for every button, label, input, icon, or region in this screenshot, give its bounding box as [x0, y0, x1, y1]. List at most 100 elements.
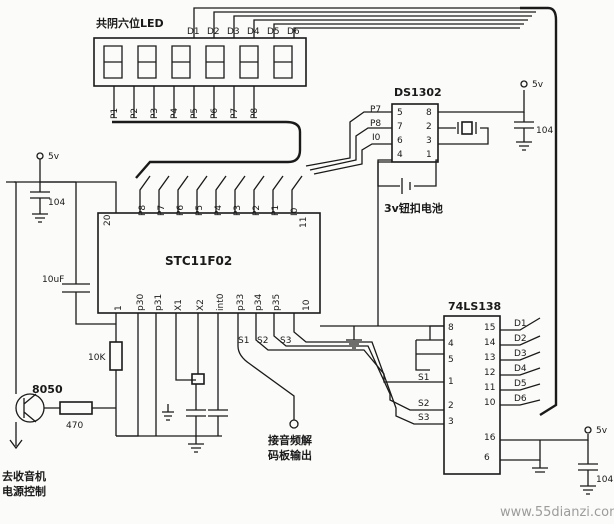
wire-d3 [233, 15, 532, 38]
led-digit-4 [205, 45, 225, 79]
mcu-bottom-pin-label: X1 [174, 299, 184, 311]
resistor-470-label: 470 [66, 421, 83, 431]
rtc-body [391, 103, 439, 163]
bus-label-s2: S2 [257, 336, 268, 346]
segment-wires [113, 86, 255, 118]
mcu-top-wire [196, 175, 208, 213]
led-title: 共阴六位LED [96, 16, 164, 30]
mcu-bottom-pin-label: int0 [216, 293, 226, 311]
segment-bus [112, 120, 302, 179]
mcu-bottom-pin-label: p35 [272, 294, 282, 311]
ir-out-line2: 码板输出 [268, 448, 312, 462]
mcu-top-pin-label: P5 [195, 205, 205, 216]
mcu-top-pin-label: P1 [271, 205, 281, 216]
ir-out-line1: 接音频解 [268, 433, 312, 447]
mcu-bottom-pin-label: 1 [114, 305, 124, 311]
mcu-bottom-pin-label: p31 [154, 294, 164, 311]
vcc-wire-left [39, 159, 117, 213]
rtc-wire-io [313, 143, 392, 175]
radio-ctrl-line2: 电源控制 [2, 484, 46, 498]
s3-wire [293, 313, 444, 425]
led-digit-5 [239, 45, 259, 79]
mcu-top-wire [253, 175, 265, 213]
rtc-vcc-label: 5v [532, 80, 544, 90]
mcu-pin-11: 11 [299, 217, 309, 228]
decoder-body [443, 315, 501, 475]
rtc-pin-left: 6 [397, 136, 403, 146]
wire-d5 [273, 23, 524, 38]
xtal-cap-1 [186, 384, 206, 436]
mcu-bottom-pin-label: p34 [254, 294, 264, 311]
decoder-pin-right: 14 [484, 338, 496, 348]
mcu-body [97, 212, 321, 314]
mcu-top-wires [139, 175, 303, 213]
emitter-arrow-icon [9, 439, 23, 450]
led-digit-label: D2 [207, 27, 220, 37]
decoder-out-d6 [500, 399, 541, 406]
decoder-pin-right: 6 [484, 453, 490, 463]
mcu-top-pin-label: P7 [157, 205, 167, 216]
mcu-top-wire [234, 175, 246, 213]
decoder-pin-right: 13 [484, 353, 495, 363]
decoder-out-d3 [500, 351, 541, 361]
mcu-top-wire [177, 175, 189, 213]
cap-104-left [30, 182, 50, 223]
decoder-vcc-terminal [584, 426, 592, 434]
rtc-pin-right: 1 [426, 150, 432, 160]
led-digit-3 [171, 45, 191, 79]
decoder-pin-right: 10 [484, 398, 496, 408]
vcc-terminal-left [36, 152, 44, 160]
decoder-in-s3: S3 [418, 413, 429, 423]
decoder-gnd-icon [532, 460, 548, 473]
decoder-pin-left: 8 [448, 323, 454, 333]
rtc-signal-p8: P8 [370, 119, 381, 129]
decoder-pin-left: 3 [448, 417, 454, 427]
rtc-signal-p7: P7 [370, 105, 381, 115]
radio-ctrl-line1: 去收音机 [2, 469, 46, 483]
mcu-pin-20: 20 [103, 214, 113, 226]
decoder-cap-104 [500, 440, 598, 495]
decoder-pin-left: 1 [448, 377, 454, 387]
rtc-pin-right: 3 [426, 136, 432, 146]
mcu-ground-bus [116, 435, 222, 453]
led-digit-1 [103, 45, 123, 79]
decoder-pin-left: 2 [448, 401, 454, 411]
led-digit-label: D1 [187, 27, 200, 37]
led-digits [103, 45, 293, 79]
bus-label-s1: S1 [238, 336, 249, 346]
vcc-label-left: 5v [48, 152, 60, 162]
decoder-pin-right: 12 [484, 368, 495, 378]
led-display-body [93, 37, 307, 87]
rtc-pin-right: 2 [426, 122, 432, 132]
decoder-pin-left: 5 [448, 355, 454, 365]
rtc-pin-left: 7 [397, 122, 403, 132]
rtc-battery-wire [377, 159, 438, 187]
bus-label-s3: S3 [280, 336, 291, 346]
decoder-pin-left: 4 [448, 339, 454, 349]
watermark: www.55dianzi.com [500, 505, 614, 520]
rtc-cap-104 [514, 112, 534, 151]
ir-out-terminal [289, 419, 299, 429]
decoder-in-s2: S2 [418, 399, 429, 409]
rtc-pin-left: 4 [397, 150, 403, 160]
transistor-name: 8050 [32, 383, 63, 396]
mcu-top-wire [215, 175, 227, 213]
rtc-pin-left: 5 [397, 108, 403, 118]
rtc-pin-right: 8 [426, 108, 432, 118]
rtc-name: DS1302 [394, 86, 442, 99]
mcu-bottom-pin-label: X2 [196, 299, 206, 311]
rtc-wire-p8 [309, 127, 392, 171]
led-segment-label: P1 [110, 108, 120, 119]
decoder-out-d4 [500, 367, 541, 376]
mcu-top-pin-label: I0 [290, 207, 300, 216]
mcu-bottom-pin-label: p33 [236, 294, 246, 311]
decoder-out-d5 [500, 383, 541, 391]
led-digit-6 [273, 45, 293, 79]
s2-wire [273, 313, 444, 411]
rtc-vcc-wire [438, 90, 525, 113]
led-segment-label: P7 [230, 108, 240, 119]
rtc-gnd-link [377, 161, 392, 326]
